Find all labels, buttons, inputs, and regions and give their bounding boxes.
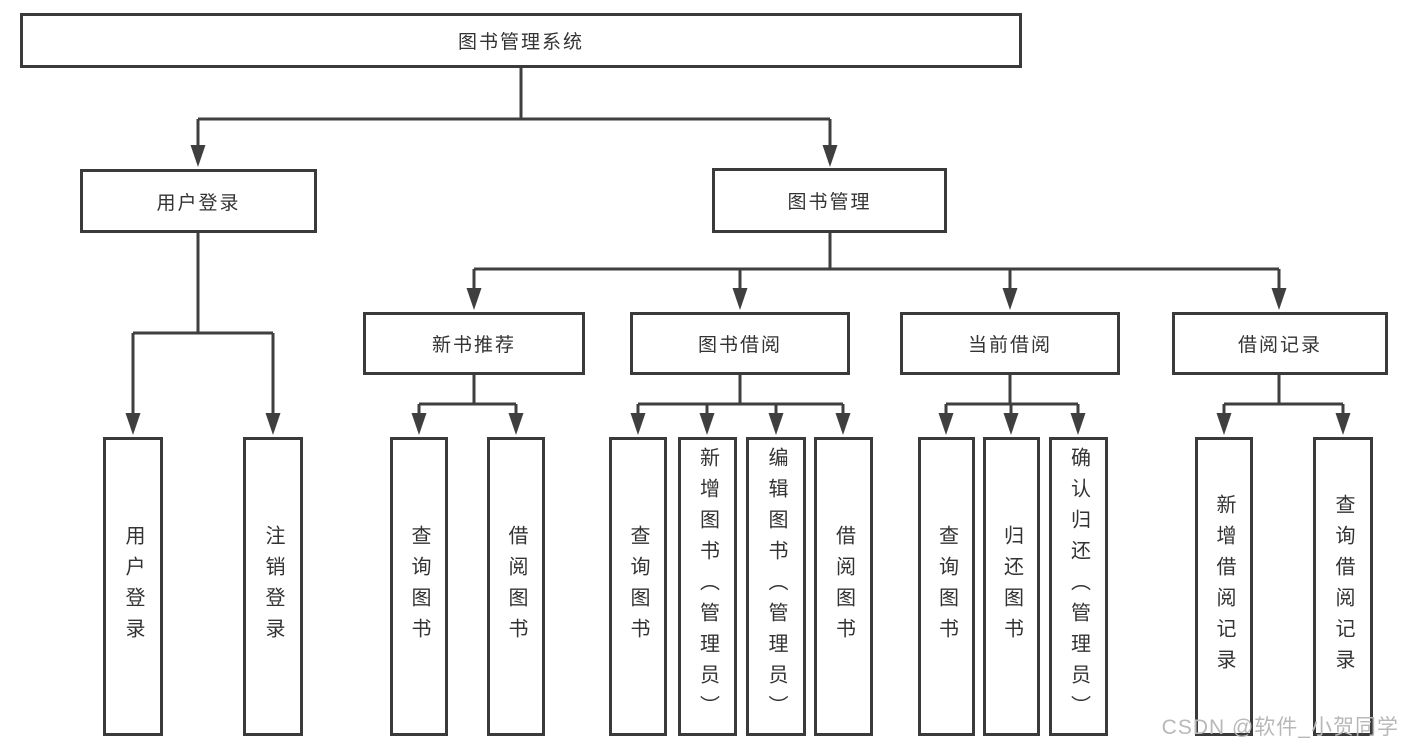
node-user-login: 用户登录 [80, 169, 317, 233]
leaf-borrow-books-recommend: 借阅图书 [487, 437, 545, 736]
connector-userlogin-to-leaves [131, 233, 275, 418]
node-borrowing-records: 借阅记录 [1172, 312, 1388, 375]
leaf-confirm-return-admin: 确认归还（管理员） [1049, 437, 1108, 736]
node-label: 新增图书（管理员） [696, 447, 719, 726]
node-label: 图书管理系统 [457, 32, 584, 53]
leaf-add-books-admin: 新增图书（管理员） [678, 437, 737, 736]
csdn-watermark: CSDN @软件_小贺同学 [1161, 716, 1399, 739]
node-label: 当前借阅 [967, 335, 1052, 356]
leaf-query-books-current: 查询图书 [918, 437, 975, 736]
connector-current-to-leaves [944, 375, 1080, 418]
node-label: 编辑图书（管理员） [765, 447, 787, 726]
leaf-query-books-recommend: 查询图书 [390, 437, 448, 736]
node-label: 图书管理 [787, 192, 872, 213]
node-current-borrowing: 当前借阅 [900, 312, 1120, 375]
node-label: 图书借阅 [697, 335, 782, 356]
leaf-query-books-borrow: 查询图书 [609, 437, 667, 736]
node-label: 借阅记录 [1237, 335, 1322, 356]
node-label: 查询图书 [935, 524, 958, 649]
node-book-borrowing: 图书借阅 [630, 312, 850, 375]
node-new-book-recommendation: 新书推荐 [363, 312, 585, 375]
node-label: 新书推荐 [431, 335, 516, 356]
connector-records-to-leaves [1222, 375, 1345, 418]
connector-newbooks-to-leaves [417, 375, 518, 418]
node-label: 用户登录 [122, 524, 144, 649]
node-library-management-system: 图书管理系统 [20, 13, 1022, 68]
node-label: 借阅图书 [832, 524, 855, 649]
node-label: 查询图书 [627, 524, 649, 649]
node-label: 查询借阅记录 [1332, 493, 1354, 680]
arrowheads [125, 145, 1351, 435]
node-label: 查询图书 [408, 524, 430, 649]
connector-borrow-to-leaves [636, 375, 845, 418]
node-label: 归还图书 [1000, 524, 1023, 649]
leaf-logout: 注销登录 [243, 437, 303, 736]
node-book-management: 图书管理 [712, 168, 947, 233]
leaf-borrow-books: 借阅图书 [814, 437, 873, 736]
node-label: 注销登录 [262, 524, 284, 649]
node-label: 借阅图书 [505, 524, 527, 649]
leaf-user-login: 用户登录 [103, 437, 163, 736]
leaf-edit-books-admin: 编辑图书（管理员） [746, 437, 806, 736]
leaf-query-borrow-record: 查询借阅记录 [1313, 437, 1373, 736]
leaf-return-books: 归还图书 [983, 437, 1040, 736]
node-label: 新增借阅记录 [1213, 493, 1235, 680]
leaf-add-borrow-record: 新增借阅记录 [1195, 437, 1253, 736]
connector-root-to-level2 [196, 68, 832, 150]
node-label: 用户登录 [156, 192, 241, 214]
connector-bookmgmt-to-level3 [472, 233, 1281, 293]
node-label: 确认归还（管理员） [1067, 447, 1090, 726]
